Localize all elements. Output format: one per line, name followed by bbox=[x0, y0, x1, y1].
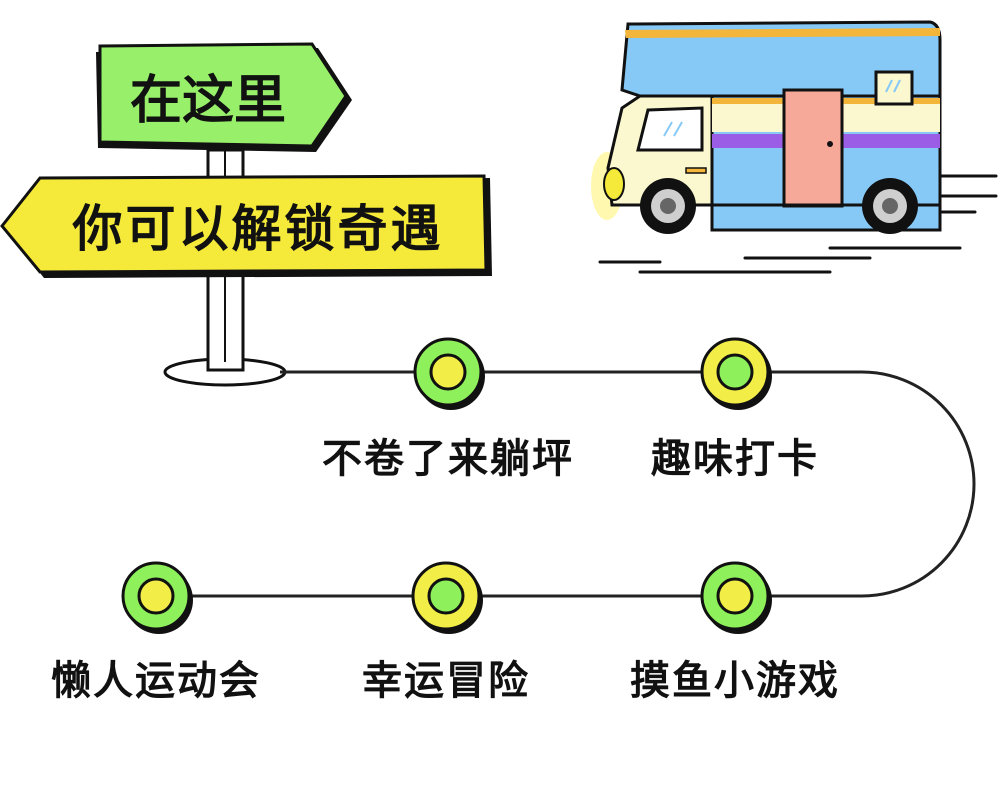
stop-label-2: 趣味打卡 bbox=[651, 436, 819, 482]
route-stops bbox=[121, 337, 772, 634]
sign-unlock-text: 你可以解锁奇遇 bbox=[72, 200, 444, 258]
front-wheel bbox=[640, 178, 696, 234]
route-line bbox=[156, 370, 976, 598]
stop-label-3: 摸鱼小游戏 bbox=[630, 658, 840, 704]
sign-unlock: 你可以解锁奇遇 bbox=[0, 174, 492, 278]
route-stop-marker bbox=[700, 337, 772, 410]
sign-here: 在这里 bbox=[96, 42, 352, 152]
rear-wheel bbox=[862, 178, 918, 234]
stop-label-5: 懒人运动会 bbox=[51, 658, 261, 704]
route-stop-marker bbox=[700, 561, 772, 634]
camper-van-illustration bbox=[591, 20, 998, 274]
route-stop-marker bbox=[413, 337, 485, 410]
stop-label-1: 不卷了来躺坪 bbox=[322, 436, 574, 482]
route-stop-marker bbox=[121, 561, 193, 634]
route-stop-marker bbox=[411, 561, 483, 634]
sign-here-text: 在这里 bbox=[130, 71, 286, 131]
stop-label-4: 幸运冒险 bbox=[362, 658, 530, 704]
